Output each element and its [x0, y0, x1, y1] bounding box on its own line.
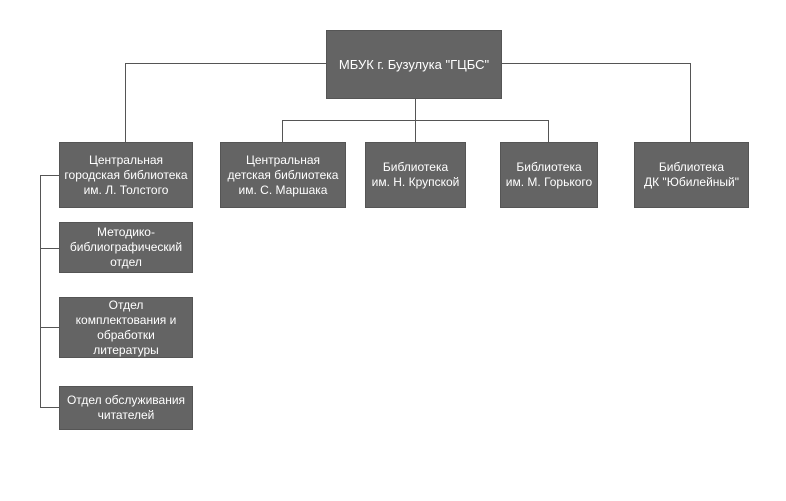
org-root-node: МБУК г. Бузулука "ГЦБС": [326, 30, 502, 99]
branch-node-gorky: Библиотека им. М. Горького: [500, 142, 598, 208]
branch-node-tolstoy: Центральная городская библиотека им. Л. …: [59, 142, 193, 208]
department-node-methodical: Методико- библиографический отдел: [59, 222, 193, 273]
department-node-acquisition: Отдел комплектования и обработки литерат…: [59, 297, 193, 358]
department-node-reader-service: Отдел обслуживания читателей: [59, 386, 193, 430]
branch-node-krupskaya: Библиотека им. Н. Крупской: [365, 142, 466, 208]
branch-node-yubileyny: Библиотека ДК "Юбилейный": [634, 142, 749, 208]
branch-node-marshak: Центральная детская библиотека им. С. Ма…: [220, 142, 346, 208]
